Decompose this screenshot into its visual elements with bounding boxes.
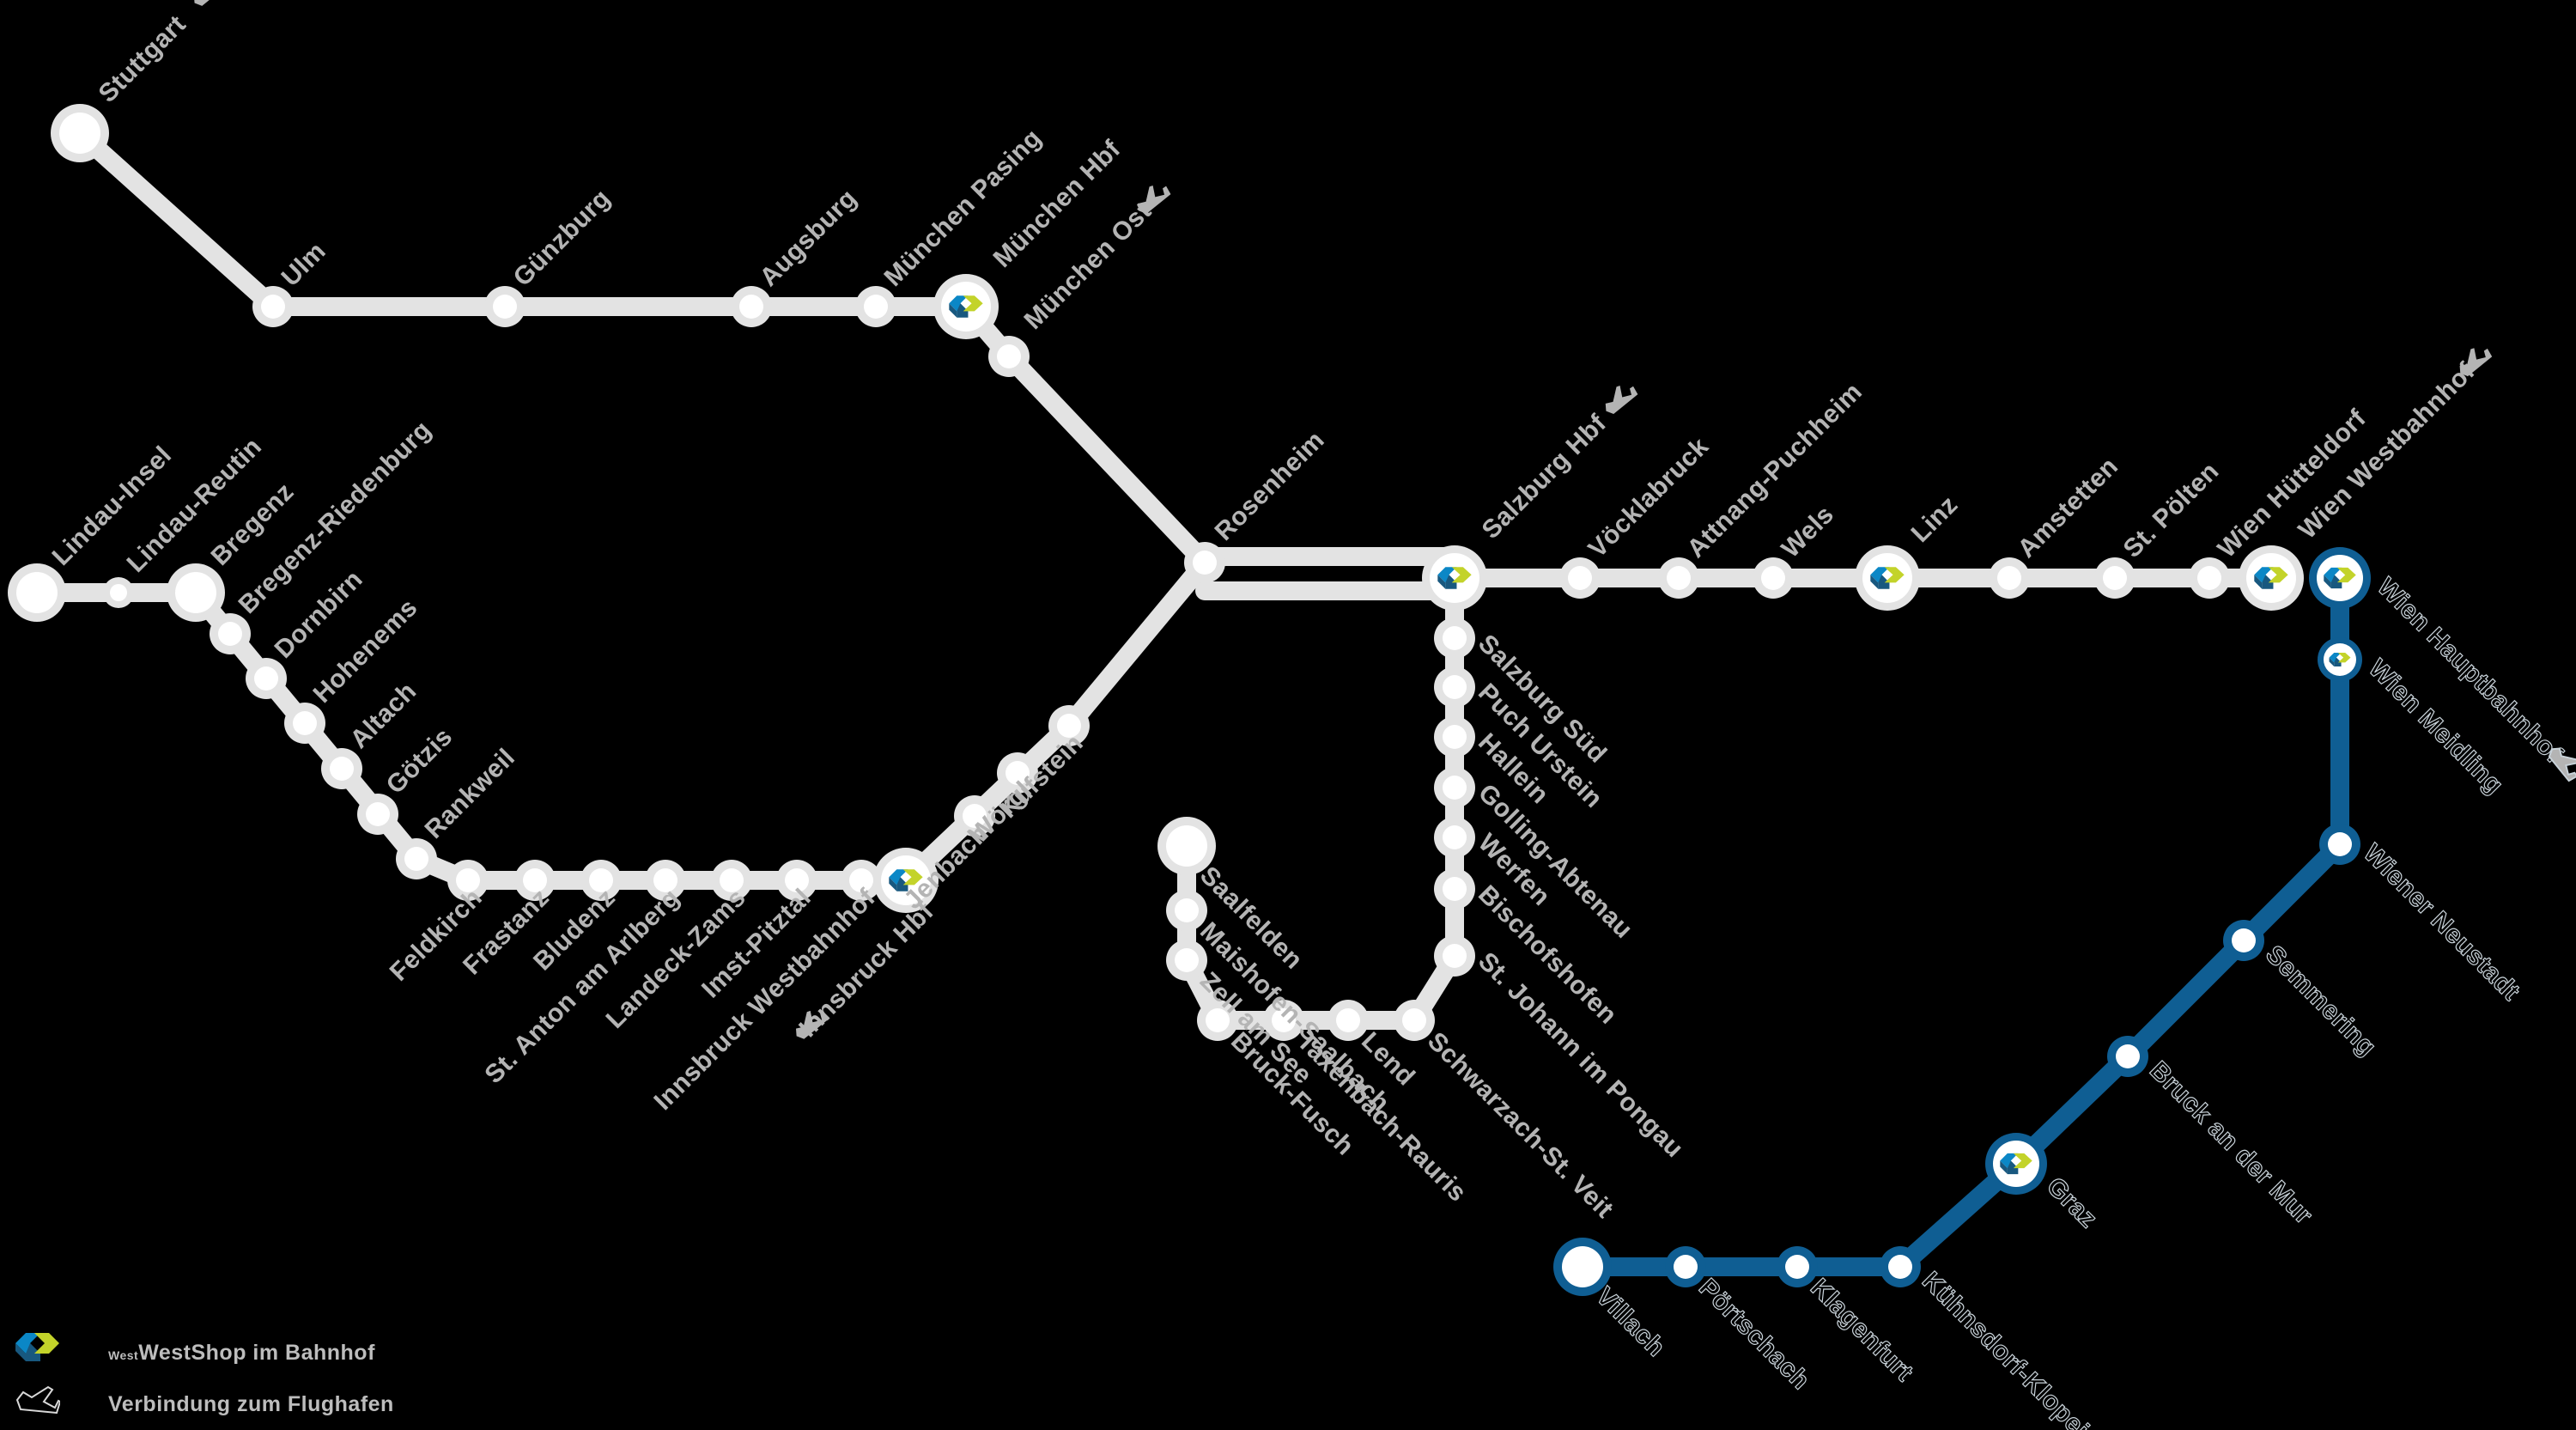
station-label: Linz bbox=[1906, 490, 1964, 548]
station-label: Villach bbox=[1590, 1282, 1670, 1362]
legend-label-westshop: WestWestShop im Bahnhof bbox=[108, 1341, 375, 1366]
station-marker[interactable]: Kühnsdorf-Klopeiner See bbox=[1880, 1246, 2162, 1430]
westshop-logo-icon bbox=[15, 1333, 64, 1372]
station-label: Wien Hauptbahnhof bbox=[2372, 573, 2568, 770]
station-label: München Pasing bbox=[879, 124, 1048, 292]
airplane-icon bbox=[1599, 378, 1640, 419]
legend-text-airport: Verbindung zum Flughafen bbox=[108, 1391, 394, 1416]
station-marker[interactable]: Semmering bbox=[2223, 920, 2382, 1062]
legend: WestWestShop im Bahnhof Verbindung zum F… bbox=[0, 1327, 550, 1430]
station-marker[interactable]: Schwarzach-St. Veit bbox=[1394, 1000, 1619, 1224]
station-marker[interactable]: Bruck an der Mur bbox=[2107, 1036, 2318, 1231]
station-label: Pörtschach bbox=[1693, 1274, 1815, 1396]
station-label: Ulm bbox=[276, 237, 331, 292]
station-label: Rosenheim bbox=[1210, 426, 1330, 546]
sued-line-track bbox=[1573, 569, 2349, 1276]
station-label: Bruck an der Mur bbox=[2144, 1056, 2318, 1230]
station-label: Augsburg bbox=[755, 184, 863, 292]
station-label: Klagenfurt bbox=[1805, 1274, 1918, 1387]
station-label: Wiener Neustadt bbox=[2358, 839, 2525, 1007]
station-label: Graz bbox=[2041, 1172, 2103, 1234]
west-line-track bbox=[27, 124, 2281, 1030]
station-marker[interactable]: Linz bbox=[1855, 490, 1964, 611]
station-label: Stuttgart bbox=[94, 10, 191, 108]
station-marker[interactable]: Wiener Neustadt bbox=[2319, 824, 2525, 1007]
station-marker[interactable]: München Ost bbox=[988, 178, 1173, 377]
legend-text-westshop: WestShop im Bahnhof bbox=[138, 1340, 375, 1365]
station-label: Kühnsdorf-Klopeiner See bbox=[1917, 1267, 2162, 1430]
station-label: Wels bbox=[1777, 500, 1840, 563]
station-label: Götzis bbox=[381, 722, 459, 800]
station-marker[interactable]: Villach bbox=[1553, 1238, 1671, 1363]
station-label: Amstetten bbox=[2013, 452, 2124, 563]
airplane-icon bbox=[15, 1384, 64, 1424]
legend-item-airport: Verbindung zum Flughafen bbox=[15, 1378, 550, 1430]
station-label: Altach bbox=[345, 677, 422, 754]
legend-item-westshop: WestWestShop im Bahnhof bbox=[15, 1327, 550, 1378]
station-marker[interactable]: Stuttgart bbox=[51, 0, 228, 162]
station-label: Attnang-Puchheim bbox=[1682, 378, 1868, 563]
station-label: Semmering bbox=[2260, 940, 2381, 1062]
station-label: Günzburg bbox=[508, 184, 617, 292]
station-label: St. Pölten bbox=[2118, 457, 2225, 563]
station-label: Salzburg Hbf bbox=[1477, 409, 1613, 545]
legend-brand-prefix: West bbox=[108, 1348, 139, 1362]
station-label: Innsbruck Hbf bbox=[793, 897, 939, 1043]
airplane-icon bbox=[187, 0, 228, 11]
